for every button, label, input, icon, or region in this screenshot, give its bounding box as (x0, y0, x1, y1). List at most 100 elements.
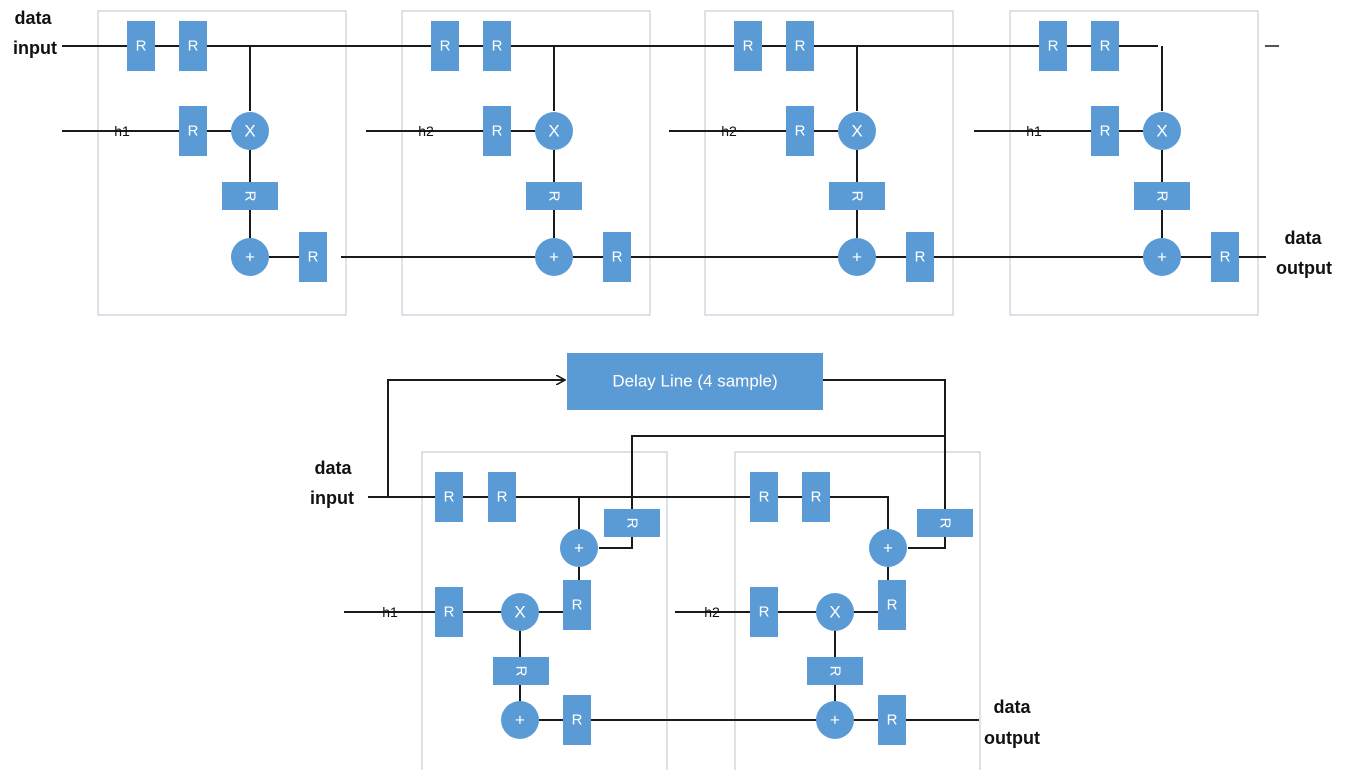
register-block (604, 509, 660, 537)
register-block (906, 232, 934, 282)
register-block (563, 580, 591, 630)
register-label: R (887, 712, 898, 729)
register-block (563, 695, 591, 745)
register-block (878, 695, 906, 745)
adder-node-symbol: + (1157, 248, 1167, 267)
register-label: R (849, 191, 866, 202)
register-block (1091, 21, 1119, 71)
register-label: R (492, 38, 503, 55)
register-label: R (188, 123, 199, 140)
adder-node (501, 701, 539, 739)
register-label: R (795, 123, 806, 140)
register-label: R (624, 518, 641, 529)
data-input-label: input (13, 38, 57, 58)
register-block (802, 472, 830, 522)
tap-cell (1009, 10, 1259, 316)
coefficient-label: h2 (721, 123, 737, 139)
register-label: R (937, 518, 954, 529)
adder-node-symbol: + (852, 248, 862, 267)
register-block (493, 657, 549, 685)
delay-feed-line (387, 380, 565, 497)
register-block (603, 232, 631, 282)
coefficient-label: h1 (382, 604, 398, 620)
register-block (127, 21, 155, 71)
register-label: R (612, 249, 623, 266)
adder-node-symbol: + (883, 539, 893, 558)
tap-cell (97, 10, 347, 316)
register-label: R (572, 712, 583, 729)
data-output-label: output (984, 728, 1040, 748)
register-block (786, 21, 814, 71)
register-block (222, 182, 278, 210)
register-label: R (743, 38, 754, 55)
register-block (750, 587, 778, 637)
adder-node-symbol: + (245, 248, 255, 267)
data-output-label: data (1284, 228, 1322, 248)
register-block (526, 182, 582, 210)
register-label: R (136, 38, 147, 55)
register-label: R (308, 249, 319, 266)
register-block (299, 232, 327, 282)
multiplier-node (501, 593, 539, 631)
register-label: R (1100, 38, 1111, 55)
register-block (483, 21, 511, 71)
register-label: R (887, 597, 898, 614)
tap-cell (401, 10, 651, 316)
coefficient-label: h2 (704, 604, 720, 620)
register-label: R (444, 604, 455, 621)
register-block (786, 106, 814, 156)
register-label: R (546, 191, 563, 202)
coefficient-label: h2 (418, 123, 434, 139)
register-block (1134, 182, 1190, 210)
register-block (435, 472, 463, 522)
coefficient-label: h1 (1026, 123, 1042, 139)
multiplier-node-symbol: X (548, 122, 559, 141)
delay-line-label: Delay Line (4 sample) (612, 372, 777, 391)
adder-node (560, 529, 598, 567)
register-block (807, 657, 863, 685)
register-label: R (497, 489, 508, 506)
tap-cell (704, 10, 954, 316)
register-block (878, 580, 906, 630)
multiplier-node (816, 593, 854, 631)
register-block (829, 182, 885, 210)
delay-output-line (823, 379, 946, 509)
register-label: R (915, 249, 926, 266)
adder-node-symbol: + (574, 539, 584, 558)
feedback-line (599, 537, 633, 549)
register-block (179, 21, 207, 71)
register-label: R (759, 489, 770, 506)
coefficient-label: h1 (114, 123, 130, 139)
adder-node-symbol: + (830, 711, 840, 730)
register-label: R (1220, 249, 1231, 266)
register-block (179, 106, 207, 156)
register-block (488, 472, 516, 522)
multiplier-node-symbol: X (244, 122, 255, 141)
data-input-label: input (310, 488, 354, 508)
register-block (917, 509, 973, 537)
data-input-label: data (14, 8, 52, 28)
register-label: R (492, 123, 503, 140)
register-label: R (1154, 191, 1171, 202)
delay-line-block (567, 353, 823, 410)
register-label: R (811, 489, 822, 506)
register-label: R (759, 604, 770, 621)
adder-node (869, 529, 907, 567)
register-label: R (242, 191, 259, 202)
data-input-label: data (314, 458, 352, 478)
register-block (431, 21, 459, 71)
multiplier-node-symbol: X (1156, 122, 1167, 141)
multiplier-node-symbol: X (851, 122, 862, 141)
adder-node (838, 238, 876, 276)
register-label: R (1100, 123, 1111, 140)
multiplier-node (838, 112, 876, 150)
register-label: R (827, 666, 844, 677)
adder-node (231, 238, 269, 276)
adder-node-symbol: + (515, 711, 525, 730)
multiplier-node (535, 112, 573, 150)
multiplier-node-symbol: X (514, 603, 525, 622)
register-label: R (1048, 38, 1059, 55)
register-block (1211, 232, 1239, 282)
register-block (734, 21, 762, 71)
